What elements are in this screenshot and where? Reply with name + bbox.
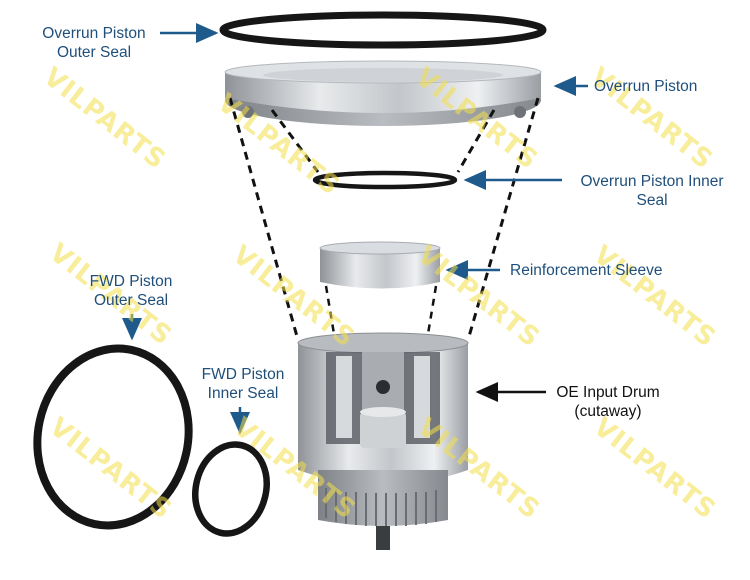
- fwd-piston-inner-seal: [192, 441, 270, 537]
- overrun-piston-outer-seal: [219, 11, 547, 49]
- label-overrun-piston-outer-seal: Overrun Piston Outer Seal: [42, 25, 146, 61]
- projection-lines: [228, 97, 540, 341]
- label-fwd-piston-inner-seal: FWD Piston Inner Seal: [201, 366, 285, 402]
- label-overrun-piston-inner-seal: Overrun Piston Inner Seal: [580, 173, 724, 209]
- oe-input-drum: [297, 332, 469, 550]
- fwd-piston-outer-seal: [33, 344, 193, 530]
- label-reinforcement-sleeve: Reinforcement Sleeve: [510, 262, 663, 279]
- overrun-piston-inner-seal: [312, 170, 458, 190]
- label-overrun-piston: Overrun Piston: [594, 78, 698, 95]
- leader-arrows: [122, 23, 588, 435]
- label-fwd-piston-outer-seal: FWD Piston Outer Seal: [89, 273, 173, 309]
- label-oe-input-drum: OE Input Drum (cutaway): [556, 384, 660, 420]
- overrun-piston: [224, 60, 542, 126]
- reinforcement-sleeve: [319, 241, 441, 359]
